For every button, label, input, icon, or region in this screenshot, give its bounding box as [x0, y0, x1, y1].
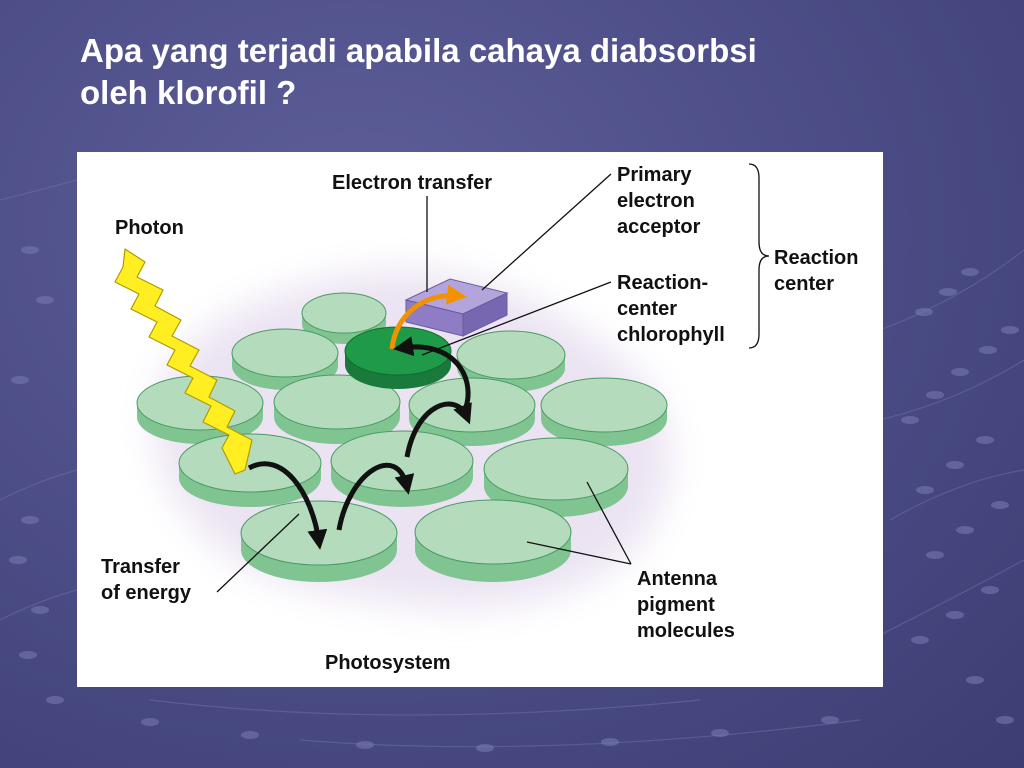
label-primary-electron-acceptor-line: electron	[617, 190, 695, 212]
leader-antenna-1	[586, 481, 632, 565]
photosystem-diagram: Photon Electron transfer Primary electro…	[77, 152, 883, 687]
label-electron-transfer: Electron transfer	[332, 172, 493, 194]
label-reaction-center-line: center	[774, 273, 835, 295]
label-reaction-center-line: Reaction	[774, 247, 859, 269]
photosystem-drawing	[114, 163, 770, 608]
label-antenna-pigment-molecules: Antenna pigment molecules	[637, 566, 735, 644]
slide-title-line-1: Apa yang terjadi apabila cahaya diabsorb…	[80, 32, 757, 69]
antenna-disc	[240, 500, 398, 582]
label-reaction-center-chlorophyll-line: Reaction-	[617, 272, 709, 294]
label-reaction-center-chlorophyll-line: center	[617, 298, 678, 320]
label-reaction-center-chlorophyll: Reaction- center chlorophyll	[617, 270, 725, 348]
energy-transfer-arrow	[247, 461, 328, 550]
antenna-disc	[414, 499, 572, 582]
antenna-disc	[540, 377, 668, 446]
energy-transfer-arrow	[336, 462, 415, 531]
label-antenna-pigment-molecules-line: pigment	[637, 594, 715, 616]
label-transfer-of-energy-line: Transfer	[101, 556, 180, 578]
label-reaction-center-chlorophyll-line: chlorophyll	[617, 324, 725, 346]
label-reaction-center: Reaction center	[774, 245, 858, 297]
label-primary-electron-acceptor: Primary electron acceptor	[617, 162, 700, 240]
photon-bolt	[114, 248, 253, 475]
label-photon: Photon	[115, 217, 184, 239]
slide-title: Apa yang terjadi apabila cahaya diabsorb…	[80, 30, 960, 114]
label-photosystem: Photosystem	[325, 652, 451, 674]
antenna-disc	[231, 328, 339, 390]
label-primary-electron-acceptor-line: Primary	[617, 164, 692, 186]
energy-transfer-arrow	[404, 401, 472, 458]
reaction-center-chlorophyll-disc	[344, 326, 452, 389]
label-transfer-of-energy: Transfer of energy	[101, 554, 191, 606]
slide-title-line-2: oleh klorofil ?	[80, 73, 297, 111]
label-transfer-of-energy-line: of energy	[101, 582, 192, 604]
leader-transfer-energy	[216, 513, 300, 593]
leader-primary-acceptor	[481, 173, 612, 291]
label-antenna-pigment-molecules-line: Antenna	[637, 568, 717, 590]
energy-transfer-arrow	[393, 336, 471, 408]
reaction-center-bracket	[748, 163, 770, 349]
leader-reaction-chlorophyll	[421, 281, 612, 356]
label-primary-electron-acceptor-line: acceptor	[617, 216, 701, 238]
antenna-disc	[273, 374, 401, 444]
leader-antenna-2	[526, 541, 632, 565]
label-antenna-pigment-molecules-line: molecules	[637, 620, 735, 642]
